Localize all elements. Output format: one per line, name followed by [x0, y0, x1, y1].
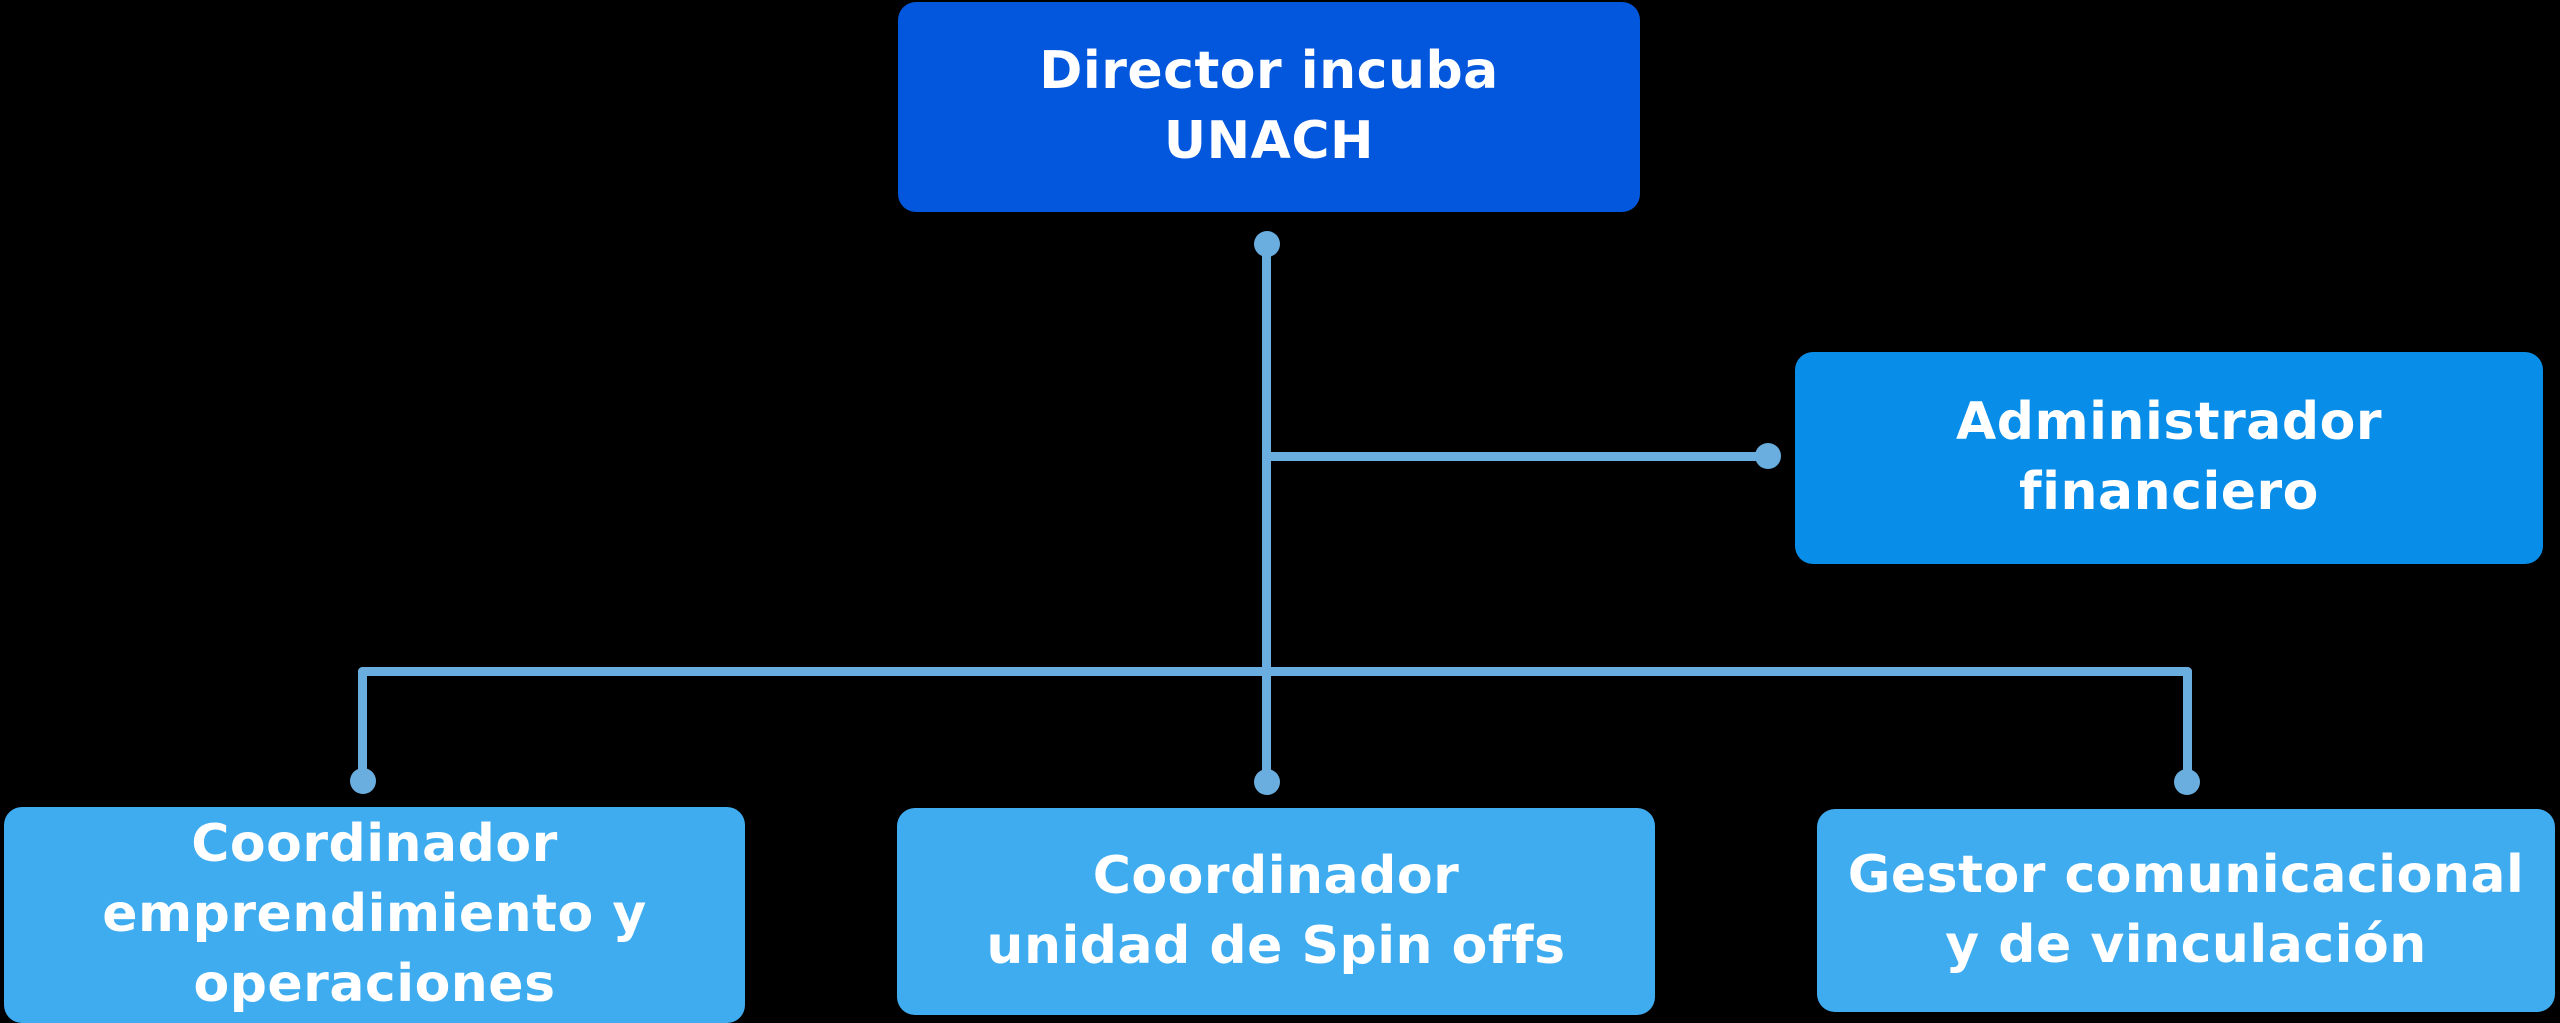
org-node-administrador-financiero: Administrador financiero: [1795, 352, 2543, 564]
connector-drop-right: [2183, 667, 2192, 782]
connector-horizontal-bottom: [358, 667, 2192, 676]
connector-dot-right: [2174, 769, 2200, 795]
org-node-gestor-comunicacional-vinculacion: Gestor comunicacional y de vinculación: [1817, 809, 2555, 1012]
org-node-coordinador-emprendimiento-operaciones: Coordinador emprendimiento y operaciones: [4, 807, 745, 1023]
org-node-label: Administrador financiero: [1956, 392, 2382, 522]
connector-branch-admin: [1267, 452, 1768, 461]
connector-vertical-main: [1262, 244, 1271, 782]
connector-dot-center: [1254, 769, 1280, 795]
org-node-label: Director incuba UNACH: [1039, 41, 1499, 171]
org-node-director-incuba-unach: Director incuba UNACH: [898, 2, 1640, 212]
connector-dot-director: [1254, 231, 1280, 257]
connector-dot-left: [350, 768, 376, 794]
org-node-label: Coordinador emprendimiento y operaciones: [102, 814, 647, 1014]
connector-drop-left: [358, 667, 367, 781]
org-node-coordinador-unidad-spin-offs: Coordinador unidad de Spin offs: [897, 808, 1655, 1015]
connector-dot-admin: [1755, 443, 1781, 469]
org-node-label: Gestor comunicacional y de vinculación: [1847, 844, 2525, 975]
org-node-label: Coordinador unidad de Spin offs: [986, 845, 1566, 976]
